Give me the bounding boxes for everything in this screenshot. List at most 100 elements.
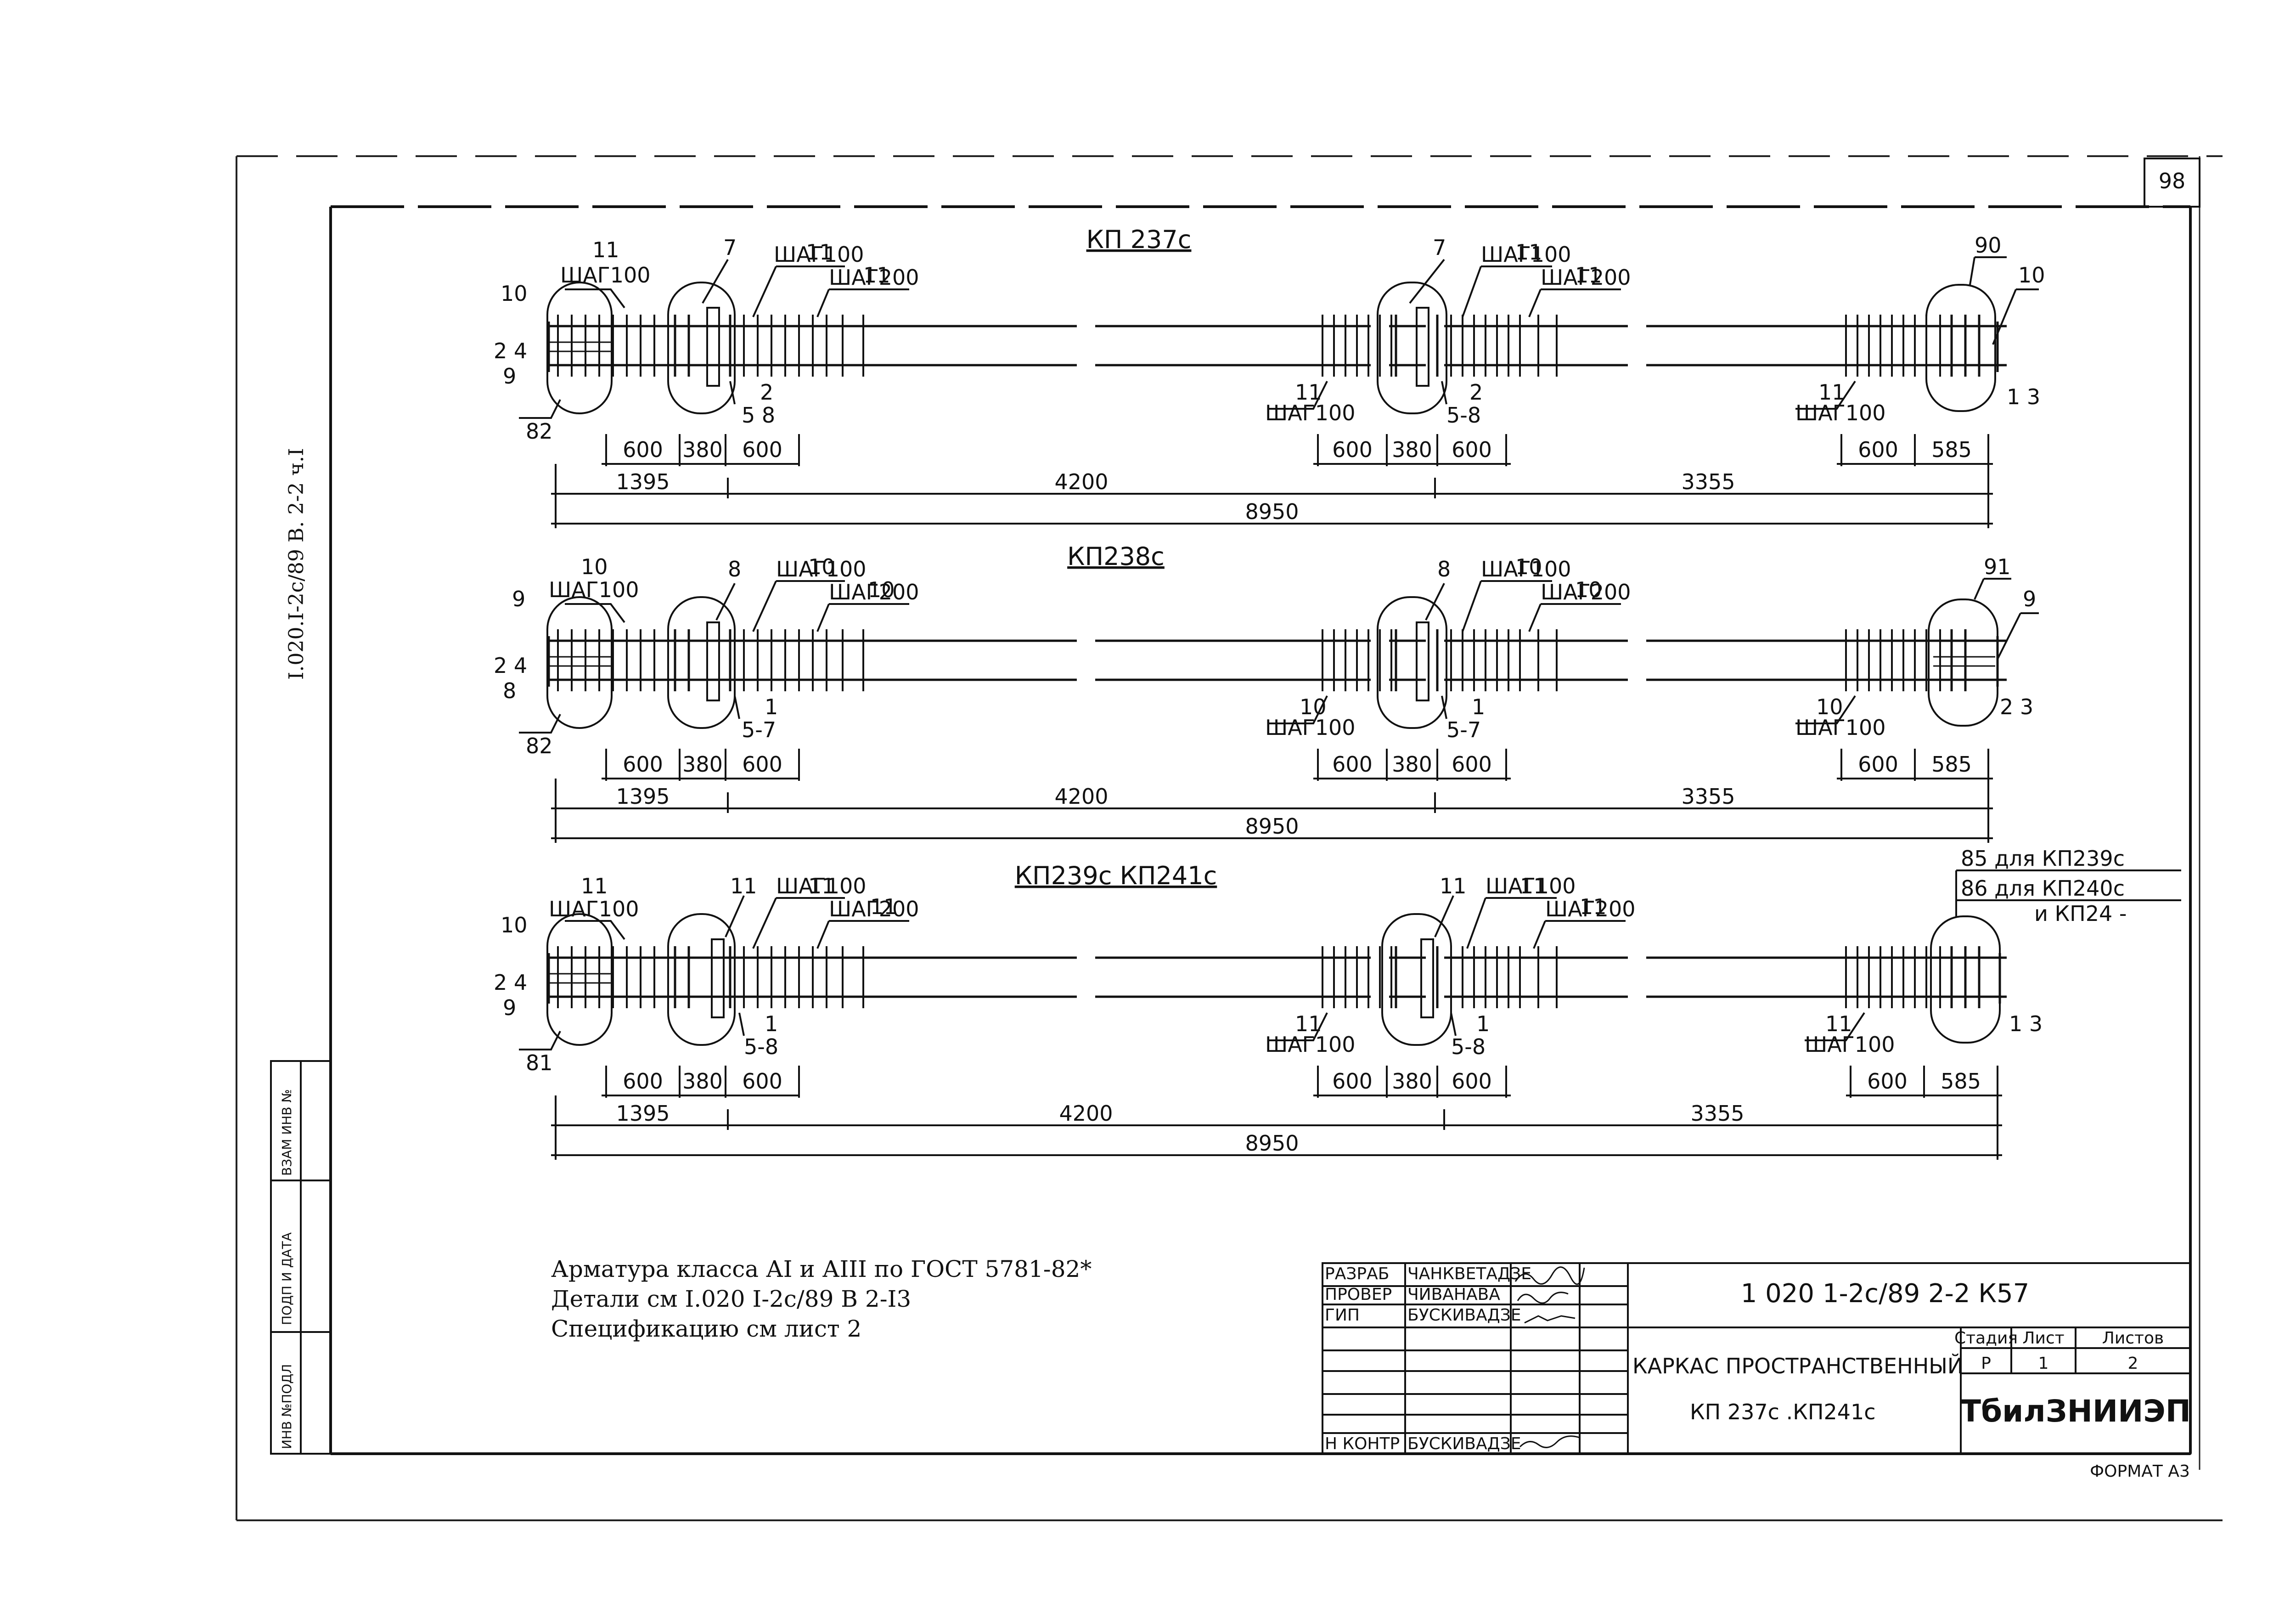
callout-step1: ШАГ100	[549, 577, 639, 602]
callout-left-side-b: 8	[503, 678, 516, 703]
callout-under1-range: 5-8	[744, 1034, 778, 1059]
dim-d: 600	[1332, 1069, 1373, 1094]
signatures	[1514, 1266, 1585, 1448]
name-norm-control: БУСКИВАДЗЕ	[1407, 1434, 1521, 1453]
callout-right-bottom: 2 3	[2000, 694, 2033, 719]
callout-clamp1: 8	[728, 557, 741, 581]
dim-mid-left: 1395	[616, 1101, 670, 1126]
callout-under1-range: 5 8	[742, 403, 775, 428]
dim-h: 585	[1931, 752, 1972, 777]
callout-under1-num: 1	[765, 694, 778, 719]
callout-left-side-b: 9	[503, 995, 516, 1020]
note-line-2: Детали см I.020 I-2с/89 В 2-I3	[551, 1286, 911, 1312]
dim-total: 8950	[1245, 499, 1299, 524]
callout-step1-num: 11	[581, 874, 608, 898]
callout-clamp1: 11	[730, 874, 757, 898]
right-note-line1: 85 для КП239с	[1961, 846, 2125, 871]
callout-mid-left-num: 11	[1295, 1011, 1322, 1036]
callout-under2-range: 5-8	[1451, 1034, 1486, 1059]
callout-under1-num: 1	[765, 1011, 778, 1036]
callout-left-end: 9	[512, 587, 525, 611]
callout-mid2: ШАГ200	[1541, 265, 1631, 290]
dim-a: 600	[623, 1069, 663, 1094]
callout-right-step: ШАГ100	[1795, 401, 1886, 425]
name-developer: ЧАНКВЕТАДЗЕ	[1407, 1264, 1531, 1283]
dim-f: 600	[1452, 1069, 1492, 1094]
callout-left-side: 2 4	[494, 970, 527, 995]
callout-under2-num: 1	[1476, 1011, 1490, 1036]
dim-a: 600	[623, 752, 663, 777]
callout-right-step-num: 10	[1816, 694, 1843, 719]
callout-right-side: 9	[2023, 587, 2036, 611]
sheets-value: 2	[2128, 1354, 2138, 1373]
right-note-line2: 86 для КП240с	[1961, 876, 2125, 901]
name-chief-engineer: БУСКИВАДЗЕ	[1407, 1306, 1521, 1325]
frame-body	[546, 596, 2007, 729]
callout-left-side: 2 4	[494, 339, 527, 363]
callout-mid-left-num: 11	[1295, 380, 1322, 405]
dim-mid-center: 4200	[1054, 469, 1108, 494]
frame-kp237: КП 237с 10 2 4 9 82 11 ШАГ100 7 11 ШАГ10…	[494, 225, 2045, 528]
dim-total: 8950	[1245, 814, 1299, 839]
page-number-box: 98	[2144, 158, 2200, 208]
callout-left-bottom: 82	[526, 734, 553, 758]
dim-f: 600	[1452, 752, 1492, 777]
role-chief-engineer: ГИП	[1325, 1306, 1360, 1325]
name-checker: ЧИВАНАВА	[1407, 1285, 1500, 1304]
dim-total: 8950	[1245, 1131, 1299, 1156]
dim-mid-right: 3355	[1690, 1101, 1744, 1126]
callout-step3-num: 11	[863, 263, 890, 288]
product-name-line2: КП 237с .КП241с	[1690, 1400, 1876, 1424]
callout-mid-num: 11	[1520, 874, 1547, 898]
callout-right-step-num: 11	[1825, 1011, 1852, 1036]
callout-mid-num: 10	[1515, 554, 1542, 579]
callout-under1-range: 5-7	[742, 717, 776, 742]
side-stamp-sign: ПОДП И ДАТА	[279, 1232, 294, 1325]
note-line-1: Арматура класса АI и АIII по ГОСТ 5781-8…	[551, 1256, 1092, 1282]
callout-right-top: 90	[1975, 233, 2002, 258]
callout-mid: ШАГ100	[1486, 874, 1576, 898]
callout-step2-num: 10	[808, 554, 835, 579]
dim-b: 380	[682, 1069, 723, 1094]
callout-step2: ШАГ100	[776, 874, 867, 898]
dim-c: 600	[742, 752, 782, 777]
callout-step1: ШАГ100	[560, 263, 651, 288]
callout-right-step: ШАГ100	[1805, 1032, 1895, 1057]
callout-mid: ШАГ100	[1481, 557, 1571, 581]
callout-step3: ШАГ200	[829, 580, 919, 604]
dim-e: 380	[1392, 1069, 1432, 1094]
callout-clamp1: 7	[723, 235, 737, 260]
notes: Арматура класса АI и АIII по ГОСТ 5781-8…	[551, 1256, 1092, 1342]
callout-right-side: 10	[2018, 263, 2045, 288]
callout-left-bottom: 82	[526, 419, 553, 444]
callout-left-bottom: 81	[526, 1050, 553, 1075]
vertical-document-code: I.020.I-2с/89 В. 2-2 ч.I	[285, 448, 308, 680]
side-stamp-replace: ВЗАМ ИНВ №	[279, 1089, 294, 1176]
right-note-line3: и КП24 -	[2034, 901, 2127, 926]
page-number: 98	[2159, 169, 2186, 193]
note-line-3: Спецификацию см лист 2	[551, 1315, 861, 1342]
callout-mid: ШАГ100	[1481, 242, 1571, 267]
callout-step2: ШАГ100	[774, 242, 864, 267]
callout-clamp2: 7	[1433, 235, 1446, 260]
callout-under2-num: 1	[1472, 694, 1485, 719]
frame-title: КП239с КП241с	[1015, 861, 1217, 890]
format-label: ФОРМАТ А3	[2090, 1462, 2190, 1481]
frame-title: КП238с	[1067, 542, 1165, 571]
side-stamp-inv: ИНВ №ПОДЛ	[279, 1364, 294, 1449]
dim-mid-right: 3355	[1681, 784, 1735, 809]
callout-mid-left: ШАГ100	[1265, 401, 1356, 425]
callout-under1-num: 2	[760, 380, 773, 405]
dim-mid-center: 4200	[1059, 1101, 1113, 1126]
dim-e: 380	[1392, 437, 1432, 462]
callout-step2-num: 11	[806, 240, 833, 265]
stage-header: Стадия	[1954, 1329, 2018, 1348]
frame-kp238: КП238с 9 2 4 8 82 10 ШАГ100 8 10 ШАГ100 …	[494, 542, 2039, 843]
callout-step3-num: 10	[868, 577, 895, 602]
sheets-header: Листов	[2102, 1329, 2164, 1348]
callout-mid-left-num: 10	[1300, 694, 1327, 719]
callout-step2: ШАГ100	[776, 557, 867, 581]
callout-clamp2: 8	[1437, 557, 1451, 581]
callout-right-top: 91	[1984, 554, 2011, 579]
